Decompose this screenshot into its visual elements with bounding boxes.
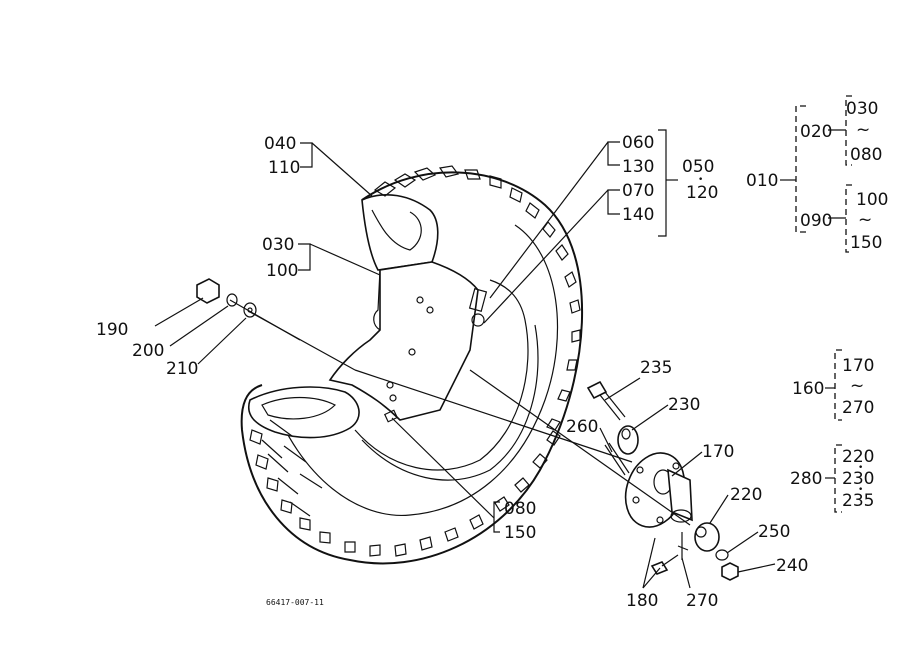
label-240: 240 <box>776 556 808 576</box>
label-030: 030 <box>262 235 294 255</box>
label-235: 235 <box>640 358 672 378</box>
dot-220: • <box>858 463 863 473</box>
label-140: 140 <box>622 205 654 225</box>
label-060: 060 <box>622 133 654 153</box>
label-130: 130 <box>622 157 654 177</box>
label-210: 210 <box>166 359 198 379</box>
label-100: 100 <box>266 261 298 281</box>
tire-assembly <box>240 165 584 565</box>
label-230-set: 230 <box>842 469 874 489</box>
label-100-range: 100 <box>856 190 888 210</box>
tilde-090: ~ <box>858 210 872 230</box>
label-050: 050 <box>682 157 714 177</box>
label-080: 080 <box>504 499 536 519</box>
dot-050-120: • <box>698 175 703 185</box>
label-270: 270 <box>686 591 718 611</box>
label-160: 160 <box>792 379 824 399</box>
label-200: 200 <box>132 341 164 361</box>
leader-lines <box>154 95 852 589</box>
label-235-set: 235 <box>842 491 874 511</box>
tilde-160: ~ <box>850 376 864 396</box>
dot-230: • <box>858 485 863 495</box>
label-220-set: 220 <box>842 447 874 467</box>
label-150: 150 <box>504 523 536 543</box>
tilde-020: ~ <box>856 120 870 140</box>
label-090: 090 <box>800 211 832 231</box>
label-030-range: 030 <box>846 99 878 119</box>
label-110: 110 <box>268 158 300 178</box>
label-010: 010 <box>746 171 778 191</box>
label-220: 220 <box>730 485 762 505</box>
label-280: 280 <box>790 469 822 489</box>
label-080-range: 080 <box>850 145 882 165</box>
label-270-range: 270 <box>842 398 874 418</box>
label-250: 250 <box>758 522 790 542</box>
part-labels: 040 110 030 100 060 130 070 140 050 • 12… <box>96 99 888 611</box>
label-180: 180 <box>626 591 658 611</box>
label-040: 040 <box>264 134 296 154</box>
label-230: 230 <box>668 395 700 415</box>
label-070: 070 <box>622 181 654 201</box>
label-170: 170 <box>702 442 734 462</box>
label-120: 120 <box>686 183 718 203</box>
label-150-range: 150 <box>850 233 882 253</box>
label-190: 190 <box>96 320 128 340</box>
valve-stem-icon <box>468 288 488 327</box>
drawing-code: 66417-007-11 <box>266 598 324 607</box>
label-170-range: 170 <box>842 356 874 376</box>
label-260: 260 <box>566 417 598 437</box>
label-020: 020 <box>800 122 832 142</box>
